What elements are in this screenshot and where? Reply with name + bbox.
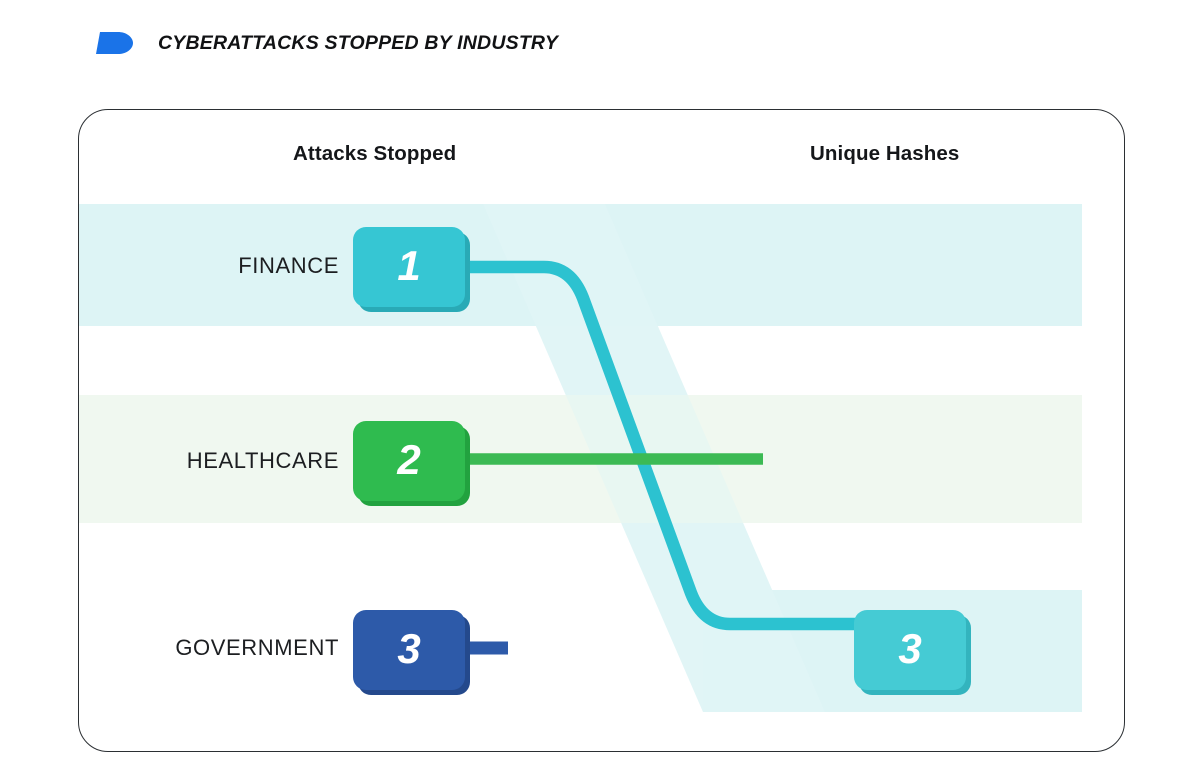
connector-finance-to-hashes — [458, 260, 862, 631]
node-unique-hashes-3[interactable]: 3 — [854, 610, 966, 690]
flow-diagram-canvas — [79, 204, 1082, 712]
node-finance-attacks[interactable]: 1 — [353, 227, 465, 307]
row-label-finance-wrap: FINANCE — [79, 251, 339, 281]
node-healthcare-attacks-value: 2 — [397, 436, 421, 483]
row-label-government: GOVERNMENT — [175, 635, 339, 660]
brand-d-logo-icon — [96, 30, 136, 56]
page-header: CYBERATTACKS STOPPED BY INDUSTRY — [96, 30, 558, 56]
page-title: CYBERATTACKS STOPPED BY INDUSTRY — [158, 31, 559, 54]
column-header-attacks-stopped: Attacks Stopped — [293, 142, 457, 165]
diagram-card: Attacks Stopped Unique Hashes FINANCE HE… — [78, 109, 1125, 752]
column-header-unique-hashes: Unique Hashes — [810, 142, 960, 165]
node-government-attacks-value: 3 — [397, 625, 421, 672]
row-label-healthcare: HEALTHCARE — [186, 448, 339, 473]
row-label-government-wrap: GOVERNMENT — [79, 633, 339, 663]
node-government-attacks[interactable]: 3 — [353, 610, 465, 690]
row-label-healthcare-wrap: HEALTHCARE — [79, 446, 339, 476]
node-healthcare-attacks[interactable]: 2 — [353, 421, 465, 501]
row-label-finance: FINANCE — [238, 253, 339, 278]
node-unique-hashes-3-value: 3 — [898, 625, 922, 672]
node-finance-attacks-value: 1 — [397, 242, 421, 289]
